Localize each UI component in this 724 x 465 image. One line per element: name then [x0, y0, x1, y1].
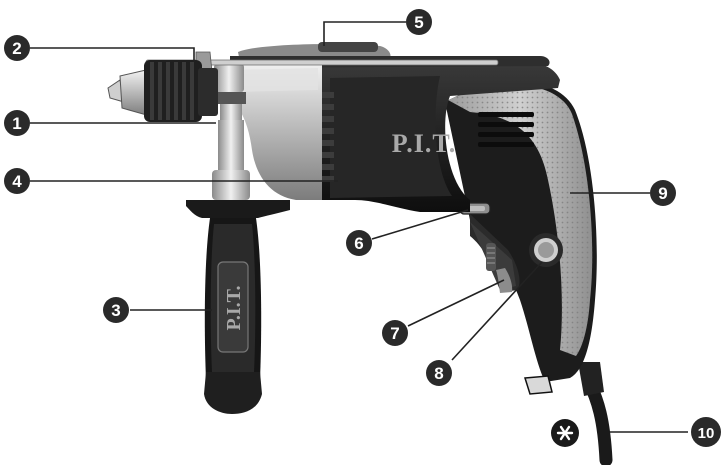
callout-9: 9 [650, 180, 676, 206]
vent-slots [478, 112, 534, 147]
body-logo: P.I.T. [392, 129, 457, 158]
callout-5-number: 5 [414, 13, 423, 32]
drill-illustration: P.I.T. [107, 42, 613, 465]
leader-line-2 [30, 47, 195, 62]
leader-line-5 [323, 21, 406, 46]
callout-1: 1 [4, 110, 30, 136]
gearbox [222, 62, 322, 200]
ridges [322, 92, 334, 182]
callout-6-number: 6 [354, 234, 363, 253]
callout-8: 8 [426, 360, 452, 386]
callout-10-number: 10 [698, 425, 715, 442]
main-handle [445, 81, 597, 395]
motor-housing: P.I.T. [310, 60, 560, 212]
chuck [107, 60, 218, 122]
callout-8-number: 8 [434, 364, 443, 383]
callout-7: 7 [382, 320, 408, 346]
lock-button [529, 233, 563, 267]
auxiliary-handle: P.I.T. [186, 120, 290, 414]
callout-5: 5 [406, 9, 432, 35]
snowflake-icon [551, 419, 579, 447]
power-cord [551, 362, 613, 465]
callout-markers: 1 2 3 4 5 6 7 8 [4, 9, 721, 447]
callout-9-number: 9 [658, 184, 667, 203]
trigger-assembly [470, 214, 563, 293]
callout-3-number: 3 [111, 301, 120, 320]
callouts [30, 21, 688, 433]
callout-4: 4 [4, 168, 30, 194]
handle-logo: P.I.T. [223, 285, 245, 330]
leader-line-6 [371, 209, 469, 240]
callout-3: 3 [103, 297, 129, 323]
callout-10: 10 [691, 417, 721, 447]
callout-1-number: 1 [12, 114, 21, 133]
callout-2-number: 2 [12, 39, 21, 58]
leader-line-8 [451, 261, 543, 361]
callout-4-number: 4 [12, 172, 22, 191]
leader-line-7 [407, 279, 505, 327]
callout-2: 2 [4, 35, 30, 61]
callout-7-number: 7 [390, 324, 399, 343]
callout-6: 6 [346, 230, 372, 256]
